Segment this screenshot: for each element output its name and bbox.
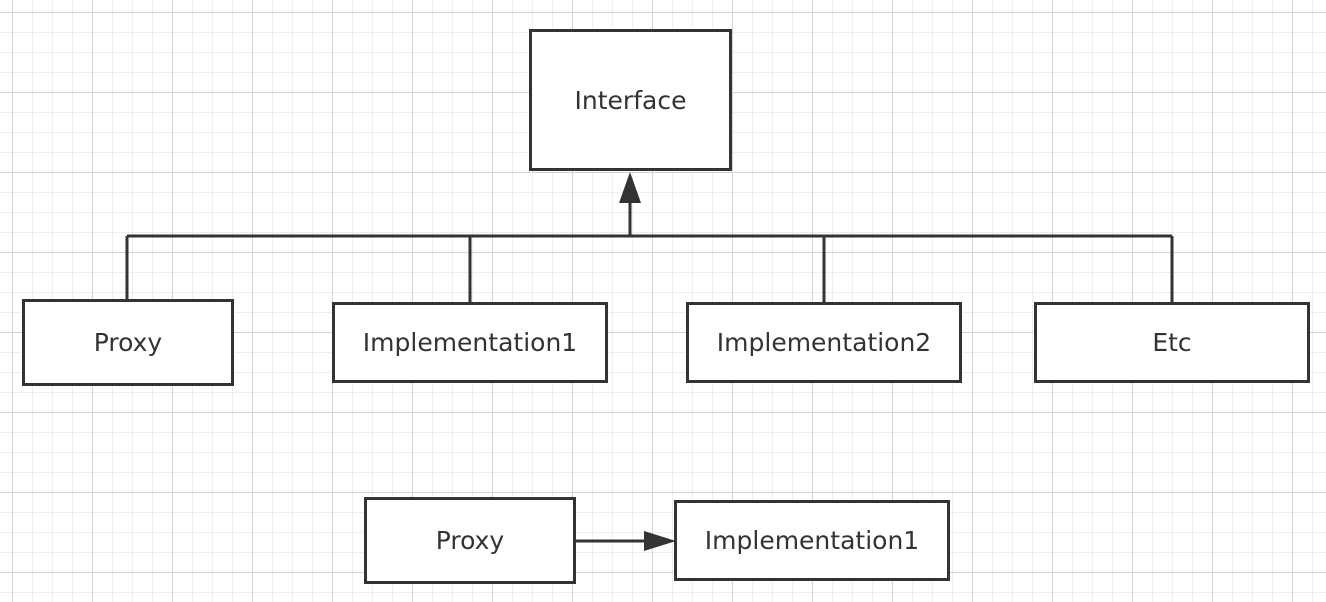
etc-box[interactable]: Etc <box>1034 302 1310 383</box>
implementation2-box[interactable]: Implementation2 <box>686 302 962 383</box>
delegation-implementation1-label: Implementation1 <box>704 526 920 555</box>
proxy-box[interactable]: Proxy <box>22 299 234 386</box>
implementation1-box[interactable]: Implementation1 <box>332 302 608 383</box>
implementation2-label: Implementation2 <box>716 328 932 357</box>
inheritance-arrowhead <box>619 172 641 203</box>
delegation-proxy-box[interactable]: Proxy <box>364 497 576 584</box>
delegation-arrowhead <box>644 531 676 551</box>
delegation-implementation1-box[interactable]: Implementation1 <box>674 500 950 581</box>
proxy-label: Proxy <box>93 328 163 357</box>
implementation1-label: Implementation1 <box>362 328 578 357</box>
etc-label: Etc <box>1152 328 1192 357</box>
delegation-proxy-label: Proxy <box>435 526 505 555</box>
interface-box[interactable]: Interface <box>529 29 732 171</box>
interface-label: Interface <box>574 85 687 115</box>
